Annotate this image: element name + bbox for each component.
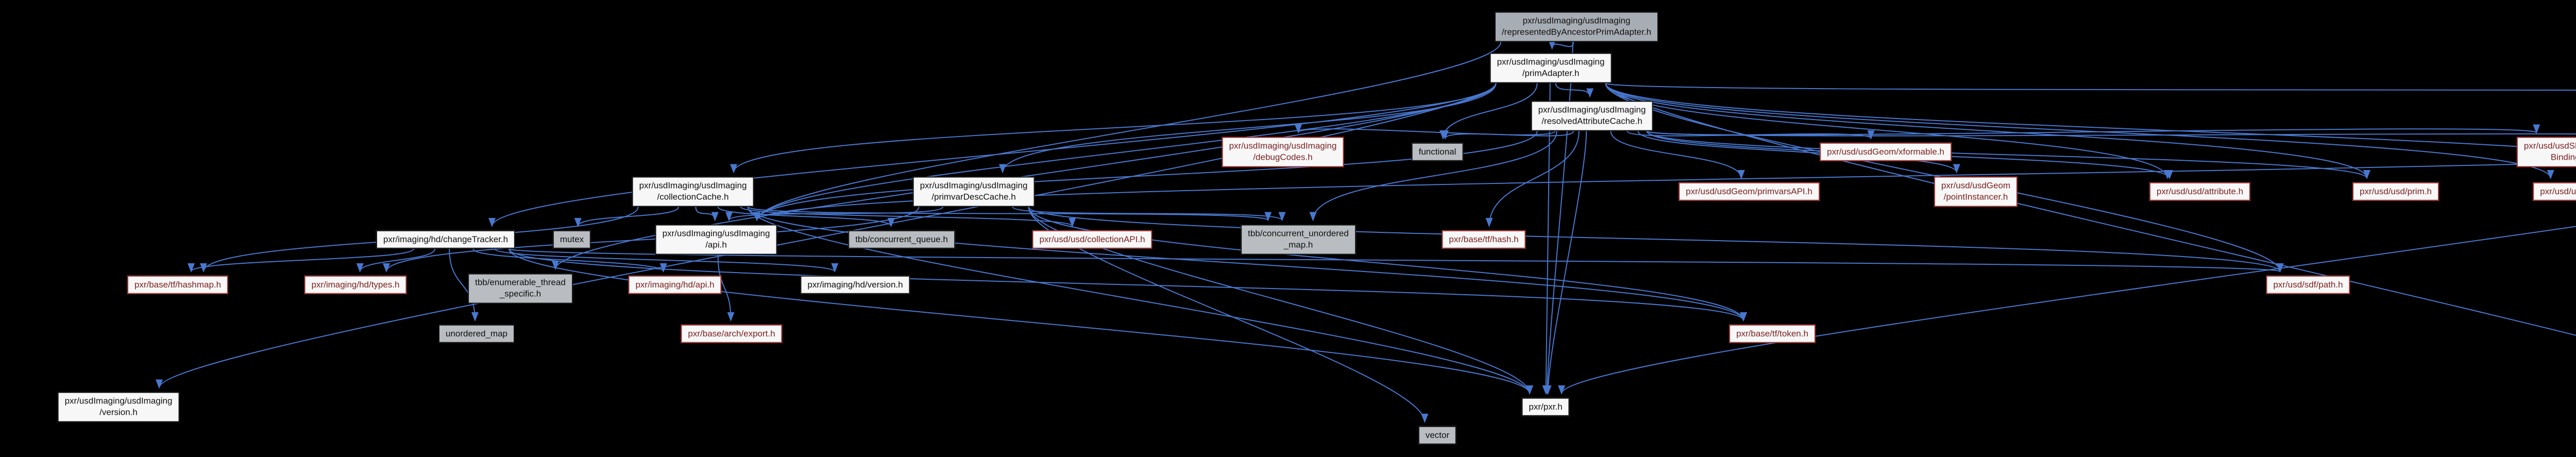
graph-edge: [552, 83, 1497, 270]
graph-node-hd-api[interactable]: pxr/imaging/hd/api.h: [628, 275, 722, 295]
graph-edge: [747, 207, 1533, 395]
graph-edge: [1028, 207, 2284, 273]
graph-edge: [725, 206, 943, 222]
graph-edge: [747, 207, 1747, 321]
graph-edge: [488, 83, 1497, 227]
graph-edge: [383, 207, 920, 273]
graph-edge: [449, 248, 479, 321]
graph-edge: [356, 248, 435, 273]
graph-node-tbb-queue: tbb/concurrent_queue.h: [848, 230, 955, 249]
graph-node-pxr-h[interactable]: pxr/pxr.h: [1521, 397, 1570, 417]
graph-node-tf-hashmap[interactable]: pxr/base/tf/hashmap.h: [127, 275, 229, 295]
graph-node-usd-prim[interactable]: pxr/usd/usd/prim.h: [2352, 182, 2439, 201]
graph-edge: [1605, 83, 2554, 179]
graph-node-rep-adapter: pxr/usdImaging/usdImaging /representedBy…: [1494, 11, 1659, 42]
graph-node-tbb-unordered-map: tbb/concurrent_unordered _map.h: [1241, 224, 1356, 255]
graph-edge: [717, 255, 735, 321]
graph-edge: [472, 248, 667, 273]
graph-node-tf-token[interactable]: pxr/base/tf/token.h: [1729, 324, 1816, 344]
graph-edge: [717, 206, 895, 227]
graph-node-primvar-desc-cache[interactable]: pxr/usdImaging/usdImaging /primvarDescCa…: [912, 176, 1035, 207]
graph-edge: [1485, 131, 1580, 227]
graph-edge: [1012, 206, 1286, 222]
graph-node-ui-version[interactable]: pxr/usdImaging/usdImaging /version.h: [57, 392, 180, 422]
graph-edge: [730, 83, 1497, 174]
graph-node-hd-types[interactable]: pxr/imaging/hd/types.h: [304, 275, 407, 295]
graph-node-material-binding-api[interactable]: pxr/usd/usdShade/material BindingAPI.h: [2516, 137, 2576, 167]
graph-edge: [1309, 131, 1557, 222]
graph-edge: [1442, 130, 1574, 140]
graph-node-usd-collection-api[interactable]: pxr/usd/usd/collectionAPI.h: [1032, 230, 1153, 249]
graph-node-usd-attribute[interactable]: pxr/usd/usd/attribute.h: [2149, 182, 2251, 201]
graph-edge: [1605, 83, 2576, 336]
graph-edge: [1610, 131, 1745, 179]
graph-edge: [1439, 83, 1538, 140]
graph-edge: [1028, 207, 1747, 321]
graph-node-collection-cache[interactable]: pxr/usdImaging/usdImaging /collectionCac…: [632, 176, 754, 207]
graph-edge: [1646, 130, 2576, 137]
graph-edge: [509, 248, 1747, 321]
graph-edge: [509, 248, 2283, 273]
graph-edge: [753, 162, 2576, 222]
graph-node-tf-hash[interactable]: pxr/base/tf/hash.h: [1442, 230, 1526, 249]
graph-edge: [1605, 82, 2576, 91]
graph-node-usd-time-code[interactable]: pxr/usd/usd/timeCode.h: [2533, 182, 2576, 201]
graph-edge: [494, 248, 838, 273]
graph-node-tbb-enumerable: tbb/enumerable_thread _specific.h: [468, 273, 573, 304]
graph-edge: [509, 248, 1533, 395]
graph-node-ui-api[interactable]: pxr/usdImaging/usdImaging /api.h: [655, 224, 777, 255]
graph-edge: [188, 248, 414, 273]
graph-node-vector: vector: [1418, 426, 1457, 445]
graph-node-primvars-api[interactable]: pxr/usd/usdGeom/primvarsAPI.h: [1679, 182, 1820, 201]
graph-edge: [574, 207, 679, 227]
graph-node-arch-export[interactable]: pxr/base/arch/export.h: [681, 324, 783, 344]
graph-node-point-instancer[interactable]: pxr/usd/usdGeom /pointInstancer.h: [1934, 176, 2018, 207]
graph-edge: [753, 131, 1538, 222]
graph-node-sdf-path[interactable]: pxr/usd/sdf/path.h: [2266, 275, 2350, 295]
graph-edge: [1555, 83, 1594, 98]
graph-node-functional: functional: [1411, 142, 1464, 162]
graph-edge: [1544, 42, 1573, 395]
graph-edge: [753, 42, 1501, 222]
graph-edge: [1558, 226, 2576, 395]
graph-node-unordered-map: unordered_map: [438, 324, 515, 344]
graph-edge: [1637, 131, 1960, 174]
graph-edge: [156, 83, 1497, 389]
graph-edge: [747, 206, 1272, 222]
graph-node-debug-codes[interactable]: pxr/usdImaging/usdImaging /debugCodes.h: [1222, 137, 1344, 167]
graph-node-resolved-attribute-cache[interactable]: pxr/usdImaging/usdImaging /resolvedAttri…: [1531, 100, 1653, 131]
graph-edge: [999, 83, 1497, 174]
graph-node-xformable[interactable]: pxr/usd/usdGeom/xformable.h: [1820, 142, 1952, 162]
graph-node-prim-adapter[interactable]: pxr/usdImaging/usdImaging /primAdapter.h: [1489, 53, 1612, 83]
graph-node-change-tracker[interactable]: pxr/imaging/hd/changeTracker.h: [376, 230, 516, 249]
graph-edge: [1295, 124, 1555, 136]
graph-node-mutex: mutex: [552, 230, 591, 249]
graph-edge: [1544, 131, 1587, 395]
graph-node-hd-version[interactable]: pxr/imaging/hd/version.h: [800, 275, 910, 295]
graph-edge: [695, 207, 719, 222]
graph-edge: [1548, 40, 1574, 50]
